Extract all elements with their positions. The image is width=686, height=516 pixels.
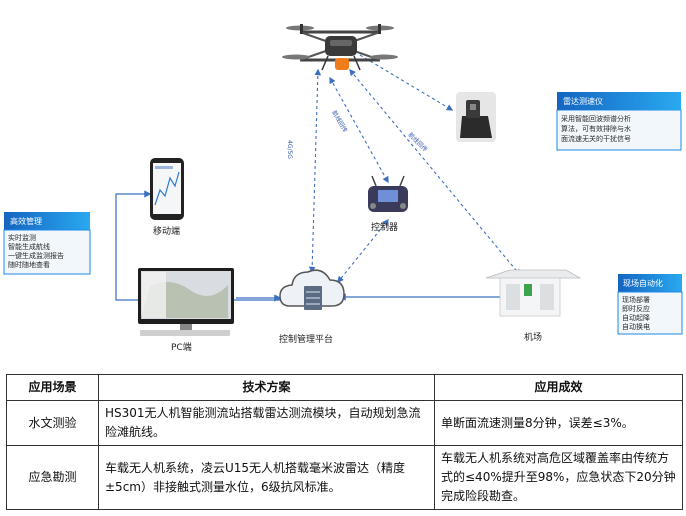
row-2-tech: 车载无人机系统，凌云U15无人机搭载毫米波雷达（精度±5cm）非接触式测量水位，…: [98, 445, 435, 510]
efficiency-panel-title: 高效管理: [10, 216, 42, 226]
controller-icon: [368, 175, 408, 212]
radar-panel-line-3: 面流速无关的干扰信号: [561, 134, 631, 143]
table-row: 水文测验 HS301无人机智能测流站搭载雷达测流模块，自动规划急流险滩航线。 单…: [6, 400, 683, 446]
link-drone-radar: [359, 54, 454, 111]
row-1-scene: 水文测验: [6, 400, 99, 446]
pc-monitor-icon: [138, 268, 234, 336]
row-2-scene: 应急勘测: [6, 445, 99, 510]
radar-panel: 雷达测速仪 采用智能回波频谱分析 算法，可有效排除与水 面流速无关的干扰信号: [556, 92, 682, 151]
edge-label-controller: 航线回传: [330, 109, 349, 134]
efficiency-panel-line-2: 智能生成航线: [8, 242, 50, 251]
automation-panel-line-3: 自动起降: [622, 313, 650, 322]
platform-label: 控制管理平台: [279, 333, 333, 345]
application-table: 应用场景 技术方案 应用成效 水文测验 HS301无人机智能测流站搭载雷达测流模…: [6, 374, 683, 510]
system-diagram: 4G/5G 航线回传 航线回传 雷达测速仪 采用智能回波频谱分析 算法，可有效排…: [3, 24, 683, 353]
mobile-phone-icon: [150, 158, 184, 220]
link-controller-platform: [337, 218, 389, 284]
cloud-server-icon: [279, 269, 345, 310]
edge-label-4g: 4G/5G: [286, 140, 293, 159]
efficiency-panel-line-1: 实时监测: [8, 233, 36, 242]
row-1-effect: 单断面流速测量8分钟，误差≤3%。: [434, 400, 683, 446]
radar-icon: [456, 92, 496, 142]
header-effect: 应用成效: [434, 374, 683, 401]
header-tech: 技术方案: [98, 374, 435, 401]
dashed-links: [308, 54, 521, 284]
automation-panel-line-1: 现场部署: [622, 295, 650, 304]
pc-label: PC端: [171, 341, 192, 353]
automation-panel: 现场自动化 现场部署 即时反应 自动起降 自动换电: [617, 274, 683, 335]
efficiency-panel-line-4: 随时随地查看: [8, 260, 50, 269]
radar-panel-title: 雷达测速仪: [563, 96, 603, 106]
automation-panel-title: 现场自动化: [623, 278, 663, 288]
efficiency-panel-line-3: 一键生成监测报告: [8, 251, 64, 260]
controller-label: 控制器: [371, 221, 398, 233]
link-drone-controller: [329, 76, 389, 184]
drone-icon: [282, 24, 398, 71]
link-drone-platform: [308, 68, 322, 274]
link-drone-hangar: [349, 68, 521, 277]
radar-panel-line-1: 采用智能回波频谱分析: [561, 114, 631, 123]
header-scene: 应用场景: [6, 374, 99, 401]
mobile-label: 移动端: [153, 225, 180, 237]
automation-panel-line-2: 即时反应: [622, 304, 650, 313]
edge-label-hangar: 航线回传: [407, 131, 430, 154]
row-2-effect: 车载无人机系统对高危区域覆盖率由传统方式的≤40%提升至98%，应急状态下20分…: [434, 445, 683, 510]
table-header-row: 应用场景 技术方案 应用成效: [6, 374, 683, 401]
automation-panel-line-4: 自动换电: [622, 322, 650, 331]
table-row: 应急勘测 车载无人机系统，凌云U15无人机搭载毫米波雷达（精度±5cm）非接触式…: [6, 445, 683, 510]
hangar-icon: [485, 269, 582, 317]
radar-panel-line-2: 算法，可有效排除与水: [561, 124, 631, 133]
row-1-tech: HS301无人机智能测流站搭载雷达测流模块，自动规划急流险滩航线。: [98, 400, 435, 446]
hangar-label: 机场: [524, 331, 542, 343]
efficiency-panel: 高效管理 实时监测 智能生成航线 一键生成监测报告 随时随地查看: [3, 212, 91, 275]
